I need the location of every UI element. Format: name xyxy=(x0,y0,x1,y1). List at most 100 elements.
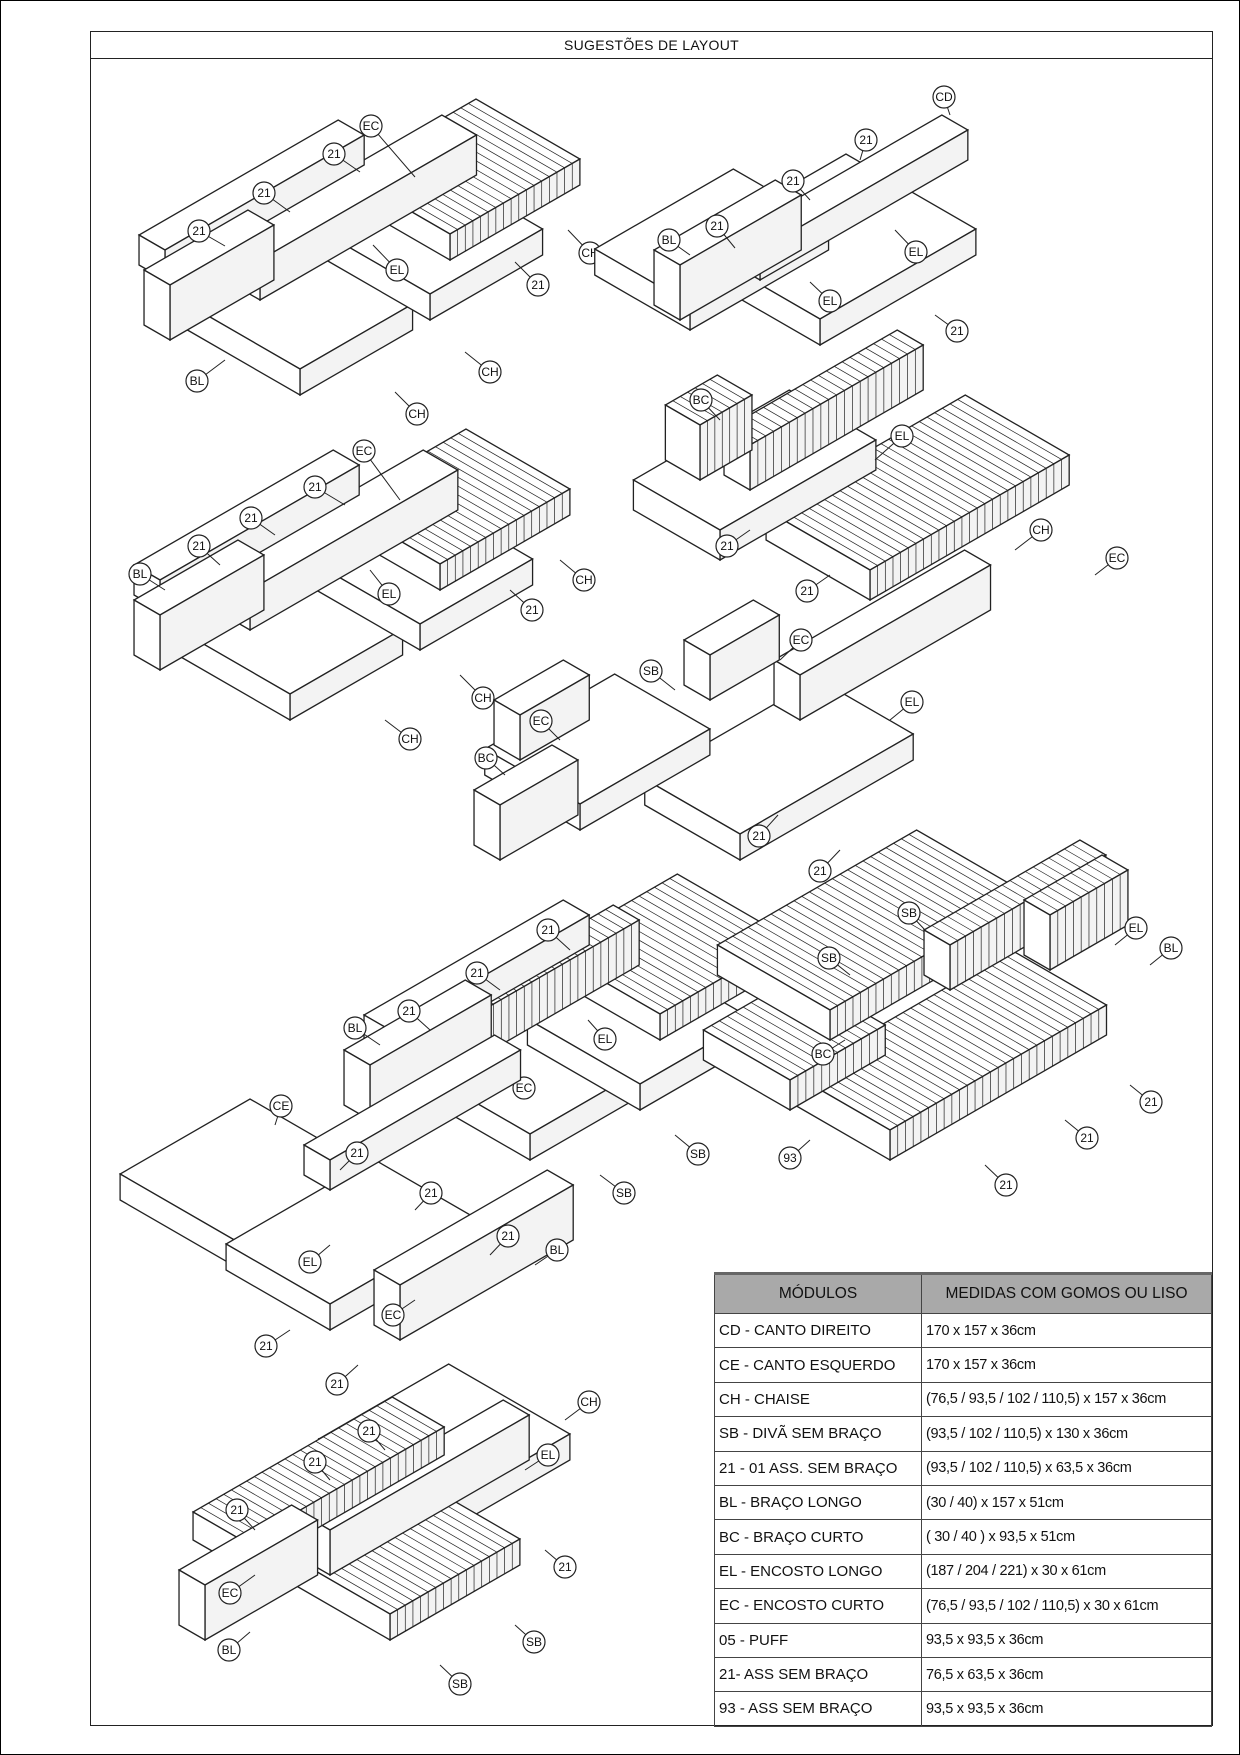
module-tag: 21 xyxy=(357,1419,386,1451)
tag-label: BL xyxy=(662,233,677,247)
tag-label: EC xyxy=(363,119,380,133)
puff-93-rib xyxy=(734,1011,822,1062)
tag-circle xyxy=(343,1016,367,1040)
tag-circle xyxy=(536,918,560,942)
back-long-ribbed-rib xyxy=(755,411,782,428)
module-name: 05 - PUFF xyxy=(714,1622,922,1658)
ribbed-seat-rib xyxy=(427,450,532,512)
tag-circle xyxy=(187,219,211,243)
tag-circle xyxy=(522,1630,546,1654)
divan-back-rib xyxy=(747,927,861,993)
tag-circle xyxy=(405,402,429,426)
tag-label: 21 xyxy=(308,1455,322,1469)
module-tag: SB xyxy=(599,1174,636,1205)
module-tag: 21 xyxy=(536,918,571,951)
module-tag: 21 xyxy=(747,814,779,848)
tag-label: CE xyxy=(273,1099,290,1113)
seats-ribbed-rib xyxy=(269,1467,322,1499)
back-long-ribbed-rib xyxy=(818,375,845,391)
tag-label: EC xyxy=(793,633,810,647)
layout-6: 212121BLELECCDSBSB xyxy=(342,873,792,1205)
tag-circle xyxy=(904,240,928,264)
seats-ribbed-rib xyxy=(376,1405,430,1437)
tag-circle xyxy=(239,506,263,530)
tag-circle xyxy=(657,228,681,252)
module-tag: EL xyxy=(587,1019,617,1051)
tag-circle xyxy=(1139,1090,1163,1114)
chaise-ribbed-rib xyxy=(934,412,1039,473)
tag-label: 21 xyxy=(330,1377,344,1391)
divan-back-rib xyxy=(740,931,854,998)
module-tag: 21 xyxy=(984,1164,1018,1197)
back-long-rib xyxy=(605,909,632,925)
tag-label: 21 xyxy=(710,219,724,233)
module-name: CE - CANTO ESQUERDO xyxy=(714,1347,922,1383)
modules-table-header: MÓDULOS MEDIDAS COM GOMOS OU LISO xyxy=(714,1272,1212,1314)
module-tag: EL xyxy=(524,1443,560,1471)
back-long-ribbed-rib xyxy=(771,402,798,419)
tag-label: 21 xyxy=(531,278,545,292)
tag-circle xyxy=(811,1042,835,1066)
tag-label: EC xyxy=(1109,551,1126,565)
chaise-ribbed xyxy=(764,394,1071,602)
module-tag: 21 xyxy=(1129,1084,1163,1114)
chaise-ribbed-rib xyxy=(865,452,970,513)
arm-long xyxy=(142,209,276,342)
back-long-rib xyxy=(939,920,966,937)
seats-front-rib xyxy=(949,985,1045,1042)
puff-93-rib xyxy=(711,1025,799,1076)
tag-circle xyxy=(357,1419,381,1443)
module-name: BL - BRAÇO LONGO xyxy=(714,1484,922,1521)
back-long-ribbed-rib xyxy=(763,406,790,423)
tag-circle xyxy=(303,475,327,499)
tag-label: 21 xyxy=(859,133,873,147)
chaise-ribbed-rib xyxy=(911,425,1016,487)
back-long-rib xyxy=(1048,857,1075,874)
tag-circle xyxy=(945,319,969,343)
module-tag: EL xyxy=(298,1244,331,1274)
back-long-rib xyxy=(993,889,1021,905)
module-tag: SB xyxy=(674,1134,710,1166)
tag-label: 21 xyxy=(541,923,555,937)
module-row: CH - CHAISE(76,5 / 93,5 / 102 / 110,5) x… xyxy=(714,1381,1212,1418)
module-tag: EL xyxy=(1114,916,1148,946)
tag-circle xyxy=(686,1142,710,1166)
back-short-a xyxy=(682,599,781,702)
tag-label: EL xyxy=(598,1032,613,1046)
chaise-ribbed-rib xyxy=(896,434,1001,496)
tag-label: SB xyxy=(452,1677,468,1691)
back-long-ribbed-rib xyxy=(873,343,900,359)
tag-label: 21 xyxy=(402,1004,416,1018)
divan-back-rib xyxy=(816,887,930,953)
seats-front-rib xyxy=(902,1012,999,1068)
chaise-ribbed-rib xyxy=(949,403,1055,465)
module-measures: (93,5 / 102 / 110,5) x 63,5 x 36cm xyxy=(921,1450,1212,1486)
puff-93-rib xyxy=(727,1015,814,1067)
seats-front xyxy=(793,949,1108,1162)
module-name: CH - CHAISE xyxy=(714,1381,922,1418)
chaise-ribbed-rib xyxy=(919,421,1024,482)
back-long-rib xyxy=(1056,853,1083,869)
tag-label: BL xyxy=(348,1021,363,1035)
module-tag: 21 xyxy=(239,506,276,536)
divan-back-rib xyxy=(809,891,923,958)
back-long-ribbed-rib xyxy=(889,334,916,350)
tag-circle xyxy=(1105,546,1129,570)
tag-circle xyxy=(577,1390,601,1414)
chaise-ribbed-rib xyxy=(880,443,986,504)
arm-long-side xyxy=(133,598,161,672)
seats-front-rib xyxy=(972,972,1069,1028)
seats-front-rib xyxy=(964,976,1061,1033)
tag-circle xyxy=(553,1555,577,1579)
tag-circle xyxy=(474,746,498,770)
back-long-rib xyxy=(1017,875,1044,892)
module-measures: 76,5 x 63,5 x 36cm xyxy=(921,1656,1212,1693)
module-tag: CE xyxy=(269,1094,293,1126)
tag-circle xyxy=(705,214,729,238)
arm-long-rib xyxy=(1039,890,1066,907)
back-long-ribbed-rib xyxy=(802,384,829,400)
